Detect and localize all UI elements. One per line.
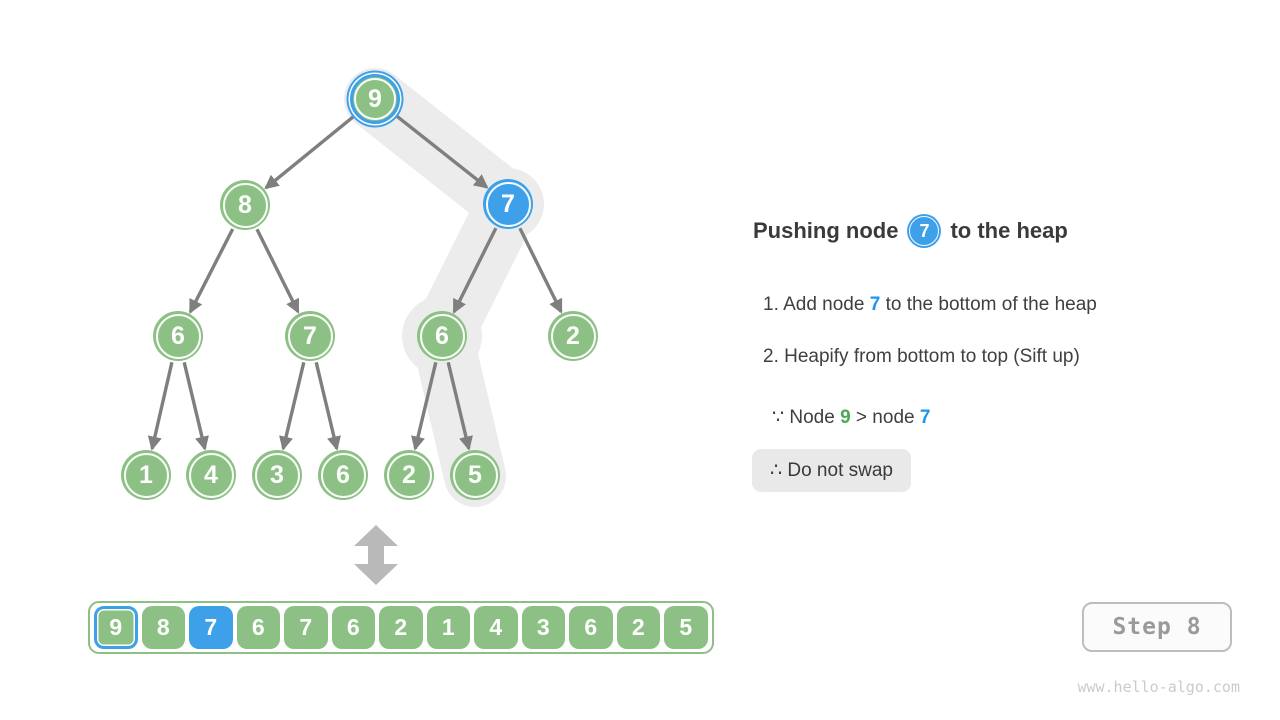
tree-node: 9: [350, 74, 400, 124]
array-cell-outlined: 9: [94, 606, 138, 649]
tree-node: 2: [384, 450, 434, 500]
tree-node: 6: [417, 311, 467, 361]
tree-node: 2: [548, 311, 598, 361]
tree-node: 8: [220, 180, 270, 230]
because-accent-9: 9: [840, 407, 851, 428]
tree-node-pushed: 7: [483, 179, 533, 229]
heap-array: 9 8 7 6 7 6 2 1 4 3 6 2 5: [88, 601, 714, 654]
tree-edges: [147, 114, 563, 451]
tree-node: 1: [121, 450, 171, 500]
tree-node: 6: [153, 311, 203, 361]
because-text: ∵ Node: [772, 407, 841, 428]
array-cell: 6: [236, 606, 280, 649]
panel-because-line: ∵ Node 9 > node 7: [772, 406, 930, 429]
array-cell: 6: [331, 606, 375, 649]
tree-node: 6: [318, 450, 368, 500]
array-cell: 6: [569, 606, 613, 649]
because-accent-7: 7: [919, 407, 931, 428]
sift-path-highlight: [344, 68, 544, 507]
panel-title-pre: Pushing node: [753, 218, 899, 243]
array-cell: 8: [141, 606, 185, 649]
tree-node: 5: [450, 450, 500, 500]
step1-text: 1. Add node: [763, 294, 870, 315]
array-cell: 7: [284, 606, 328, 649]
tree-node: 7: [285, 311, 335, 361]
array-cell: 5: [664, 606, 708, 649]
watermark: www.hello-algo.com: [1077, 678, 1240, 696]
panel-step-2: 2. Heapify from bottom to top (Sift up): [763, 346, 1080, 367]
step1-text-tail: to the bottom of the heap: [880, 294, 1097, 315]
up-down-arrow-icon: [354, 525, 398, 585]
array-cell-pushed: 7: [189, 606, 233, 649]
array-cell: 2: [616, 606, 660, 649]
array-cell: 2: [379, 606, 423, 649]
panel-step-1: 1. Add node 7 to the bottom of the heap: [763, 294, 1097, 316]
tree-node: 3: [252, 450, 302, 500]
array-cell: 4: [474, 606, 518, 649]
pushed-node-badge: 7: [907, 214, 942, 248]
panel-title: Pushing node 7 to the heap: [753, 214, 1068, 248]
because-text-mid: > node: [850, 407, 920, 428]
tree-node: 4: [186, 450, 236, 500]
array-cell: 3: [521, 606, 565, 649]
step1-accent-7: 7: [869, 294, 881, 315]
panel-title-post: to the heap: [950, 218, 1068, 243]
array-cell: 1: [426, 606, 470, 649]
step-indicator: Step 8: [1082, 602, 1232, 652]
conclusion-box: ∴ Do not swap: [752, 449, 911, 492]
